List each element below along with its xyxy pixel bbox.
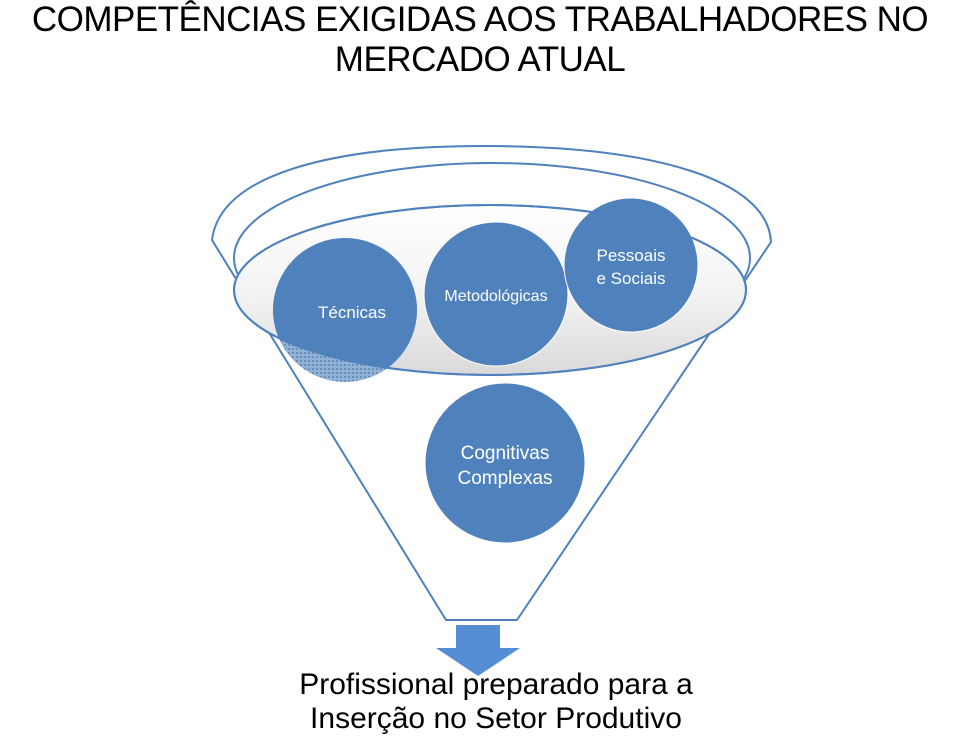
result-line-1: Profissional preparado para a [299, 668, 693, 701]
funnel-inner-outline [233, 204, 747, 376]
cognitivas-label-line1: Cognitivas [461, 443, 550, 464]
cognitivas-circle [424, 382, 586, 544]
tecnicas-label: Técnicas [318, 303, 386, 322]
result-line-2: Inserção no Setor Produtivo [310, 702, 682, 735]
diagram-title: COMPETÊNCIAS EXIGIDAS AOS TRABALHADORES … [0, 0, 960, 80]
cognitivas-label-line2: Complexas [457, 468, 552, 489]
result-text: Profissional preparado para a Inserção n… [200, 668, 792, 736]
pessoais-circle [563, 197, 699, 333]
pessoais-label-line2: e Sociais [597, 269, 666, 288]
title-line-1: COMPETÊNCIAS EXIGIDAS AOS TRABALHADORES … [31, 0, 929, 39]
pessoais-label-line1: Pessoais [597, 246, 666, 265]
tecnicas-circle [273, 238, 417, 375]
metodologicas-label: Metodológicas [444, 288, 547, 305]
title-line-2: MERCADO ATUAL [334, 40, 626, 79]
metodologicas-circle [423, 221, 569, 367]
down-arrow-icon [436, 625, 520, 676]
